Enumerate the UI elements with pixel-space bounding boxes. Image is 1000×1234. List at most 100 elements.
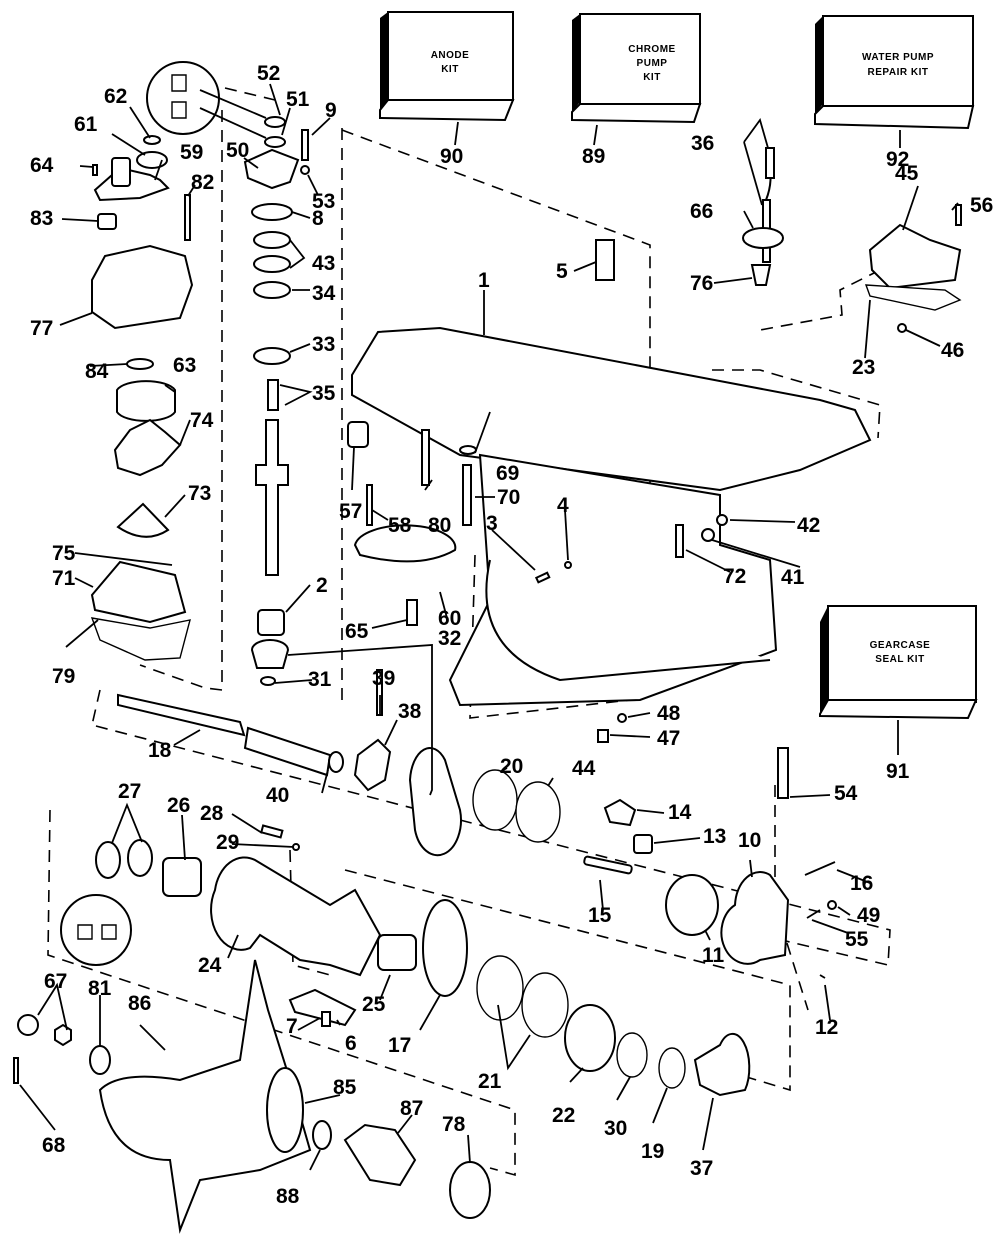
- callout-3[interactable]: 3: [486, 512, 498, 535]
- callout-57[interactable]: 57: [339, 500, 362, 523]
- callout-38[interactable]: 38: [398, 700, 422, 723]
- callout-21[interactable]: 21: [478, 1070, 502, 1093]
- callout-29[interactable]: 29: [216, 831, 239, 854]
- callout-64[interactable]: 64: [30, 154, 54, 177]
- callout-42[interactable]: 42: [797, 514, 820, 537]
- callout-62[interactable]: 62: [104, 85, 127, 108]
- callout-81[interactable]: 81: [88, 977, 112, 1000]
- callout-86[interactable]: 86: [128, 992, 151, 1015]
- callout-10[interactable]: 10: [738, 829, 761, 852]
- callout-1[interactable]: 1: [478, 269, 490, 292]
- callout-67[interactable]: 67: [44, 970, 67, 993]
- callout-47[interactable]: 47: [657, 727, 680, 750]
- callout-18[interactable]: 18: [148, 739, 172, 762]
- callout-68[interactable]: 68: [42, 1134, 66, 1157]
- callout-52[interactable]: 52: [257, 62, 280, 85]
- callout-88[interactable]: 88: [276, 1185, 300, 1208]
- callout-12[interactable]: 12: [815, 1016, 838, 1039]
- callout-69[interactable]: 69: [496, 462, 519, 485]
- callout-36[interactable]: 36: [691, 132, 714, 155]
- callout-34[interactable]: 34: [312, 282, 336, 305]
- callout-48[interactable]: 48: [657, 702, 681, 725]
- callout-6[interactable]: 6: [345, 1032, 357, 1055]
- callout-25[interactable]: 25: [362, 993, 386, 1016]
- callout-65[interactable]: 65: [345, 620, 369, 643]
- callout-33[interactable]: 33: [312, 333, 335, 356]
- gearcase-housing: [347, 239, 872, 743]
- callout-54[interactable]: 54: [834, 782, 858, 805]
- callout-45[interactable]: 45: [895, 162, 919, 185]
- callout-84[interactable]: 84: [85, 360, 109, 383]
- callout-75[interactable]: 75: [52, 542, 76, 565]
- callout-60[interactable]: 60: [438, 607, 461, 630]
- part-7-screw: [321, 1011, 331, 1027]
- callout-20[interactable]: 20: [500, 755, 523, 778]
- callout-16[interactable]: 16: [850, 872, 873, 895]
- callout-50[interactable]: 50: [226, 139, 249, 162]
- callout-4[interactable]: 4: [557, 494, 569, 517]
- callout-28[interactable]: 28: [200, 802, 224, 825]
- callout-8[interactable]: 8: [312, 207, 324, 230]
- callout-83[interactable]: 83: [30, 207, 53, 230]
- callout-14[interactable]: 14: [668, 801, 692, 824]
- callout-78[interactable]: 78: [442, 1113, 466, 1136]
- callout-30[interactable]: 30: [604, 1117, 627, 1140]
- callout-70[interactable]: 70: [497, 486, 520, 509]
- callout-82[interactable]: 82: [191, 171, 214, 194]
- callout-17[interactable]: 17: [388, 1034, 411, 1057]
- callout-27[interactable]: 27: [118, 780, 141, 803]
- kit-box-water-pump-repair[interactable]: WATER PUMP REPAIR KIT: [814, 15, 975, 148]
- callout-26[interactable]: 26: [167, 794, 190, 817]
- callout-87[interactable]: 87: [400, 1097, 423, 1120]
- kit-box-anode[interactable]: ANODE KIT: [379, 11, 515, 146]
- callout-7[interactable]: 7: [286, 1015, 298, 1038]
- callout-44[interactable]: 44: [572, 757, 596, 780]
- callout-22[interactable]: 22: [552, 1104, 575, 1127]
- callout-59[interactable]: 59: [180, 141, 203, 164]
- callout-90[interactable]: 90: [440, 145, 463, 168]
- callout-37[interactable]: 37: [690, 1157, 713, 1180]
- callout-35[interactable]: 35: [312, 382, 336, 405]
- callout-79[interactable]: 79: [52, 665, 75, 688]
- callout-23[interactable]: 23: [852, 356, 875, 379]
- callout-41[interactable]: 41: [781, 566, 805, 589]
- kit-box-gearcase-seal[interactable]: GEARCASE SEAL KIT: [819, 605, 978, 755]
- callout-63[interactable]: 63: [173, 354, 196, 377]
- callout-76[interactable]: 76: [690, 272, 713, 295]
- callout-55[interactable]: 55: [845, 928, 869, 951]
- callout-74[interactable]: 74: [190, 409, 214, 432]
- callout-39[interactable]: 39: [372, 667, 395, 690]
- callout-46[interactable]: 46: [941, 339, 964, 362]
- water-tube-group: [742, 147, 962, 333]
- callout-49[interactable]: 49: [857, 904, 880, 927]
- callout-73[interactable]: 73: [188, 482, 211, 505]
- callout-2[interactable]: 2: [316, 574, 328, 597]
- callout-32[interactable]: 32: [438, 627, 461, 650]
- callout-19[interactable]: 19: [641, 1140, 664, 1163]
- callout-31[interactable]: 31: [308, 668, 332, 691]
- callout-9[interactable]: 9: [325, 99, 337, 122]
- callout-43[interactable]: 43: [312, 252, 335, 275]
- callout-51[interactable]: 51: [286, 88, 310, 111]
- callout-91[interactable]: 91: [886, 760, 910, 783]
- callout-53[interactable]: 53: [312, 190, 335, 213]
- callout-80[interactable]: 80: [428, 514, 451, 537]
- callout-56[interactable]: 56: [970, 194, 993, 217]
- callout-40[interactable]: 40: [266, 784, 289, 807]
- callout-13[interactable]: 13: [703, 825, 726, 848]
- callout-58[interactable]: 58: [388, 514, 412, 537]
- callout-11[interactable]: 11: [702, 944, 725, 967]
- callout-85[interactable]: 85: [333, 1076, 357, 1099]
- callout-92[interactable]: 92: [886, 148, 909, 171]
- callout-61[interactable]: 61: [74, 113, 98, 136]
- callout-15[interactable]: 15: [588, 904, 612, 927]
- kit-box-chrome-pump[interactable]: CHROME PUMP KIT: [571, 13, 702, 146]
- callout-71[interactable]: 71: [52, 567, 76, 590]
- callout-5[interactable]: 5: [556, 260, 568, 283]
- callout-77[interactable]: 77: [30, 317, 53, 340]
- callout-66[interactable]: 66: [690, 200, 713, 223]
- callout-24[interactable]: 24: [198, 954, 222, 977]
- callout-89[interactable]: 89: [582, 145, 605, 168]
- callout-72[interactable]: 72: [723, 565, 746, 588]
